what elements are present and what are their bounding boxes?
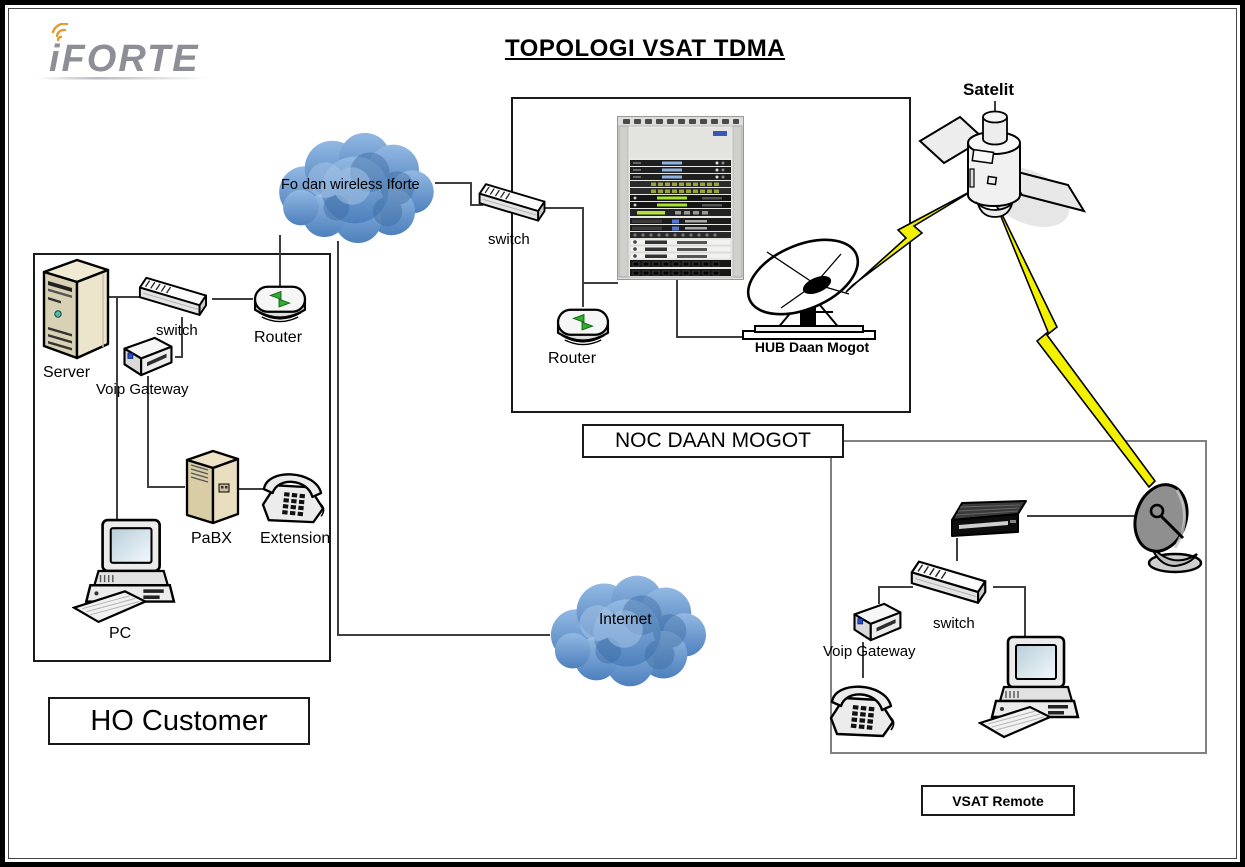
- ho-switch-icon: [138, 273, 216, 323]
- modem-icon: [951, 500, 1027, 537]
- line-cloud-to-noc-switch: [435, 182, 483, 206]
- ho-voip-gateway-label: Voip Gateway: [96, 381, 189, 398]
- satellite-icon: [918, 110, 1087, 228]
- extension-label: Extension: [260, 530, 331, 547]
- line-rack-to-hub-dish: [676, 279, 747, 338]
- vsat-caption-box: VSAT Remote: [921, 785, 1075, 816]
- vsat-pc-icon: [978, 633, 1082, 743]
- hub-dish-label: HUB Daan Mogot: [754, 339, 870, 355]
- ho-pc-icon: [71, 518, 179, 626]
- internet-cloud-label: Internet: [599, 611, 652, 628]
- ho-customer-box: [33, 253, 331, 662]
- extension-phone-icon: [258, 464, 328, 526]
- iforte-logo: iFORTE: [37, 23, 209, 80]
- pabx-label: PaBX: [191, 530, 232, 547]
- line-switch-to-router: [541, 207, 584, 307]
- ho-caption: HO Customer: [90, 704, 268, 737]
- iforte-cloud-label: Fo dan wireless Iforte: [281, 177, 420, 193]
- ho-router-icon: [251, 281, 309, 329]
- page-title: TOPOLOGI VSAT TDMA: [504, 35, 786, 62]
- line-switch-to-vsat-pc: [993, 586, 1026, 639]
- vsat-phone-icon: [827, 675, 897, 741]
- logo-underline: [37, 77, 209, 80]
- vsat-voip-gateway-icon: [848, 600, 905, 644]
- hub-dish-icon: [742, 238, 876, 340]
- line-switch-to-vsat-voip: [878, 586, 913, 604]
- lightning-bolt-hub: [845, 187, 978, 293]
- server-icon: [42, 258, 110, 360]
- vsat-switch-icon: [910, 553, 996, 615]
- line-switch-to-voip: [175, 317, 183, 358]
- noc-router-label: Router: [548, 350, 597, 367]
- server-rack-icon: [617, 116, 744, 280]
- noc-switch-label: switch: [488, 231, 530, 248]
- logo-wireless-arcs: [51, 23, 69, 42]
- pabx-icon: [185, 449, 240, 525]
- ho-voip-gateway-icon: [118, 334, 176, 379]
- noc-caption-box: NOC DAAN MOGOT: [582, 424, 844, 458]
- noc-box: [511, 97, 911, 413]
- vsat-remote-box: [830, 440, 1207, 754]
- line-voip-to-pabx: [147, 376, 185, 488]
- vsat-voip-gateway-label: Voip Gateway: [823, 643, 916, 660]
- noc-router-icon: [554, 304, 612, 352]
- satelit-label: Satelit: [963, 80, 1015, 99]
- vsat-caption: VSAT Remote: [952, 792, 1044, 809]
- server-label: Server: [43, 364, 91, 381]
- ho-pc-label: PC: [109, 625, 132, 642]
- vsat-switch-label: switch: [933, 615, 975, 632]
- ho-caption-box: HO Customer: [48, 697, 310, 745]
- ho-switch-label: switch: [156, 322, 198, 339]
- lightning-bolt-remote: [990, 191, 1157, 489]
- logo-text: iFORTE: [49, 38, 200, 80]
- vsat-dish-icon: [1133, 483, 1203, 574]
- noc-switch-icon: [478, 179, 554, 229]
- line-cloud-to-internet: [337, 241, 550, 636]
- ho-router-label: Router: [254, 329, 303, 346]
- noc-caption: NOC DAAN MOGOT: [614, 429, 811, 452]
